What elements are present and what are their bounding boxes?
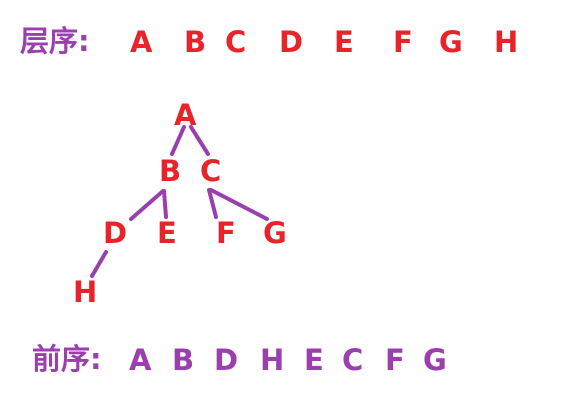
tree-node-h: H <box>73 275 98 309</box>
edge-b-e <box>162 189 168 219</box>
edge-b-d <box>129 189 165 221</box>
pre-order-item: A <box>129 343 152 377</box>
level-order-item: A <box>130 25 153 59</box>
pre-order-item: F <box>385 343 405 377</box>
edge-a-b <box>170 125 186 156</box>
pre-order-label: 前序: <box>32 342 102 376</box>
tree-node-c: C <box>200 154 222 188</box>
tree-node-a: A <box>174 98 197 132</box>
level-order-item: H <box>494 25 519 59</box>
edge-c-f <box>207 188 218 219</box>
pre-order-item: H <box>260 343 285 377</box>
pre-order-item: E <box>304 343 324 377</box>
level-order-item: B <box>184 25 207 59</box>
edge-c-g <box>209 188 269 221</box>
pre-order-item: D <box>214 343 239 377</box>
level-order-item: C <box>225 25 247 59</box>
tree-node-g: G <box>263 216 287 250</box>
pre-order-item: C <box>342 343 364 377</box>
level-order-item: E <box>334 25 354 59</box>
tree-node-f: F <box>216 216 236 250</box>
pre-order-item: B <box>172 343 195 377</box>
pre-order-item: G <box>423 343 447 377</box>
level-order-item: F <box>393 25 413 59</box>
tree-node-e: E <box>157 216 177 250</box>
tree-node-b: B <box>159 154 182 188</box>
edge-a-c <box>189 125 210 156</box>
level-order-item: G <box>439 25 463 59</box>
tree-node-d: D <box>103 216 128 250</box>
level-order-item: D <box>279 25 304 59</box>
level-order-label: 层序: <box>20 24 90 58</box>
edge-d-h <box>90 250 108 278</box>
